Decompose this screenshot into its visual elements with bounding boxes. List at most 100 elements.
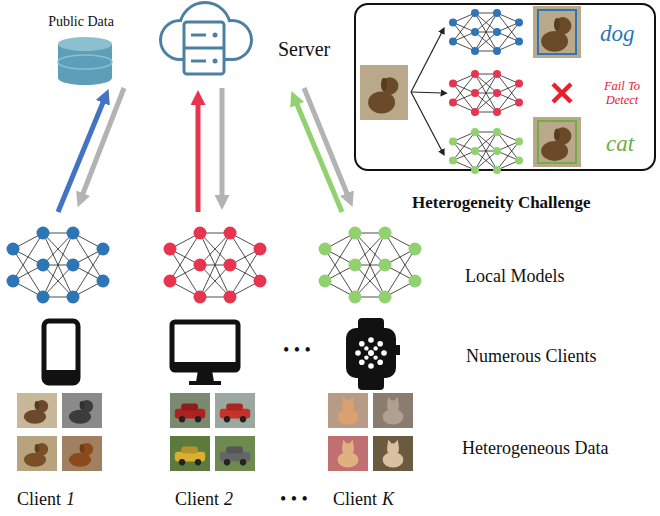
network-link: [475, 32, 497, 51]
network-neuron: [37, 227, 50, 240]
car-cabin: [226, 447, 243, 454]
phone-icon: [44, 321, 78, 383]
dog-ear: [35, 401, 40, 409]
network-link: [200, 233, 230, 265]
dog-ear: [80, 401, 85, 409]
server-box: [184, 22, 224, 74]
watch-dot: [364, 346, 368, 350]
watch-dot: [368, 350, 374, 356]
server-node: Server: [150, 0, 350, 82]
detection-box: [538, 121, 576, 163]
network-neuron: [37, 259, 50, 272]
cloud-server-icon: [150, 0, 270, 82]
network-neuron: [409, 243, 422, 256]
network-neuron: [67, 291, 80, 304]
network-neuron: [97, 275, 110, 288]
watch-dot: [377, 341, 383, 347]
cat-photo: [373, 436, 413, 471]
watch-body: [346, 328, 396, 378]
upload-download-arrow: [196, 102, 201, 212]
network-neuron: [349, 291, 362, 304]
network-link: [170, 249, 200, 297]
server-slot: [191, 60, 206, 63]
network-link: [230, 233, 260, 281]
network-neuron: [471, 70, 479, 78]
network-neuron: [224, 259, 237, 272]
network-neuron: [409, 275, 422, 288]
network-link: [475, 13, 497, 32]
client-label: • • •: [283, 340, 311, 361]
network-neuron: [471, 47, 479, 55]
watch-button: [396, 345, 400, 355]
upload-download-arrow: [220, 88, 225, 198]
network-neuron: [7, 275, 20, 288]
network-neuron: [471, 9, 479, 17]
network-neuron: [164, 275, 177, 288]
client-label: 1: [66, 489, 75, 510]
network-link: [475, 74, 497, 93]
watch-dot: [368, 363, 374, 369]
network-link: [230, 249, 260, 297]
network-link: [325, 249, 355, 297]
dog-ear: [554, 18, 560, 30]
network-link: [475, 151, 497, 170]
network-neuron: [471, 147, 479, 155]
network-link: [497, 142, 519, 171]
network-neuron: [349, 227, 362, 240]
dog-head: [81, 443, 94, 456]
network-neuron: [67, 259, 80, 272]
monitor-base: [189, 381, 221, 385]
upload-download-arrow: [304, 88, 348, 196]
car-cabin: [181, 404, 198, 411]
car-cabin: [226, 404, 243, 411]
dog-ear: [80, 444, 85, 452]
row-label: Heterogeneous Data: [462, 438, 608, 459]
network-link: [475, 32, 497, 51]
network-link: [453, 13, 475, 42]
network-neuron: [449, 80, 457, 88]
network-link: [43, 265, 73, 297]
dog-photo: [17, 436, 57, 471]
server-light: [213, 59, 218, 64]
network-link: [43, 233, 73, 265]
node-label: cat: [606, 131, 634, 157]
network-neuron: [37, 291, 50, 304]
upload-download-arrow: [82, 88, 124, 196]
network-neuron: [349, 259, 362, 272]
network-neuron: [67, 227, 80, 240]
detection-box: [538, 10, 576, 54]
network-neuron: [224, 227, 237, 240]
network-neuron: [449, 19, 457, 27]
network-neuron: [493, 147, 501, 155]
watch-dot: [373, 346, 377, 350]
network-neuron: [471, 166, 479, 174]
cat-photo: [328, 436, 368, 471]
network-link: [200, 233, 230, 265]
dog-head: [554, 17, 571, 34]
network-neuron: [471, 89, 479, 97]
network-link: [355, 265, 385, 297]
network-neuron: [224, 291, 237, 304]
database-cylinder: [30, 36, 140, 86]
network-neuron: [194, 227, 207, 240]
car-wheel: [195, 416, 201, 422]
network-neuron: [319, 243, 332, 256]
watch-dot: [373, 355, 377, 359]
row-label: Numerous Clients: [466, 346, 597, 367]
server-slot: [191, 34, 206, 37]
cat-head: [342, 443, 354, 455]
dog-head: [36, 443, 49, 456]
network-link: [13, 249, 43, 297]
network-neuron: [493, 89, 501, 97]
car-cabin: [181, 447, 198, 454]
watch-dot: [364, 355, 368, 359]
network-link: [43, 233, 73, 265]
network-neuron: [319, 275, 332, 288]
server-light: [213, 33, 218, 38]
dog-ear: [35, 444, 40, 452]
row-label: Local Models: [465, 266, 564, 287]
car-photo: [215, 436, 255, 471]
client-label: Client: [17, 489, 61, 510]
network-neuron: [254, 243, 267, 256]
node-label: Fail To Detect: [594, 79, 650, 108]
